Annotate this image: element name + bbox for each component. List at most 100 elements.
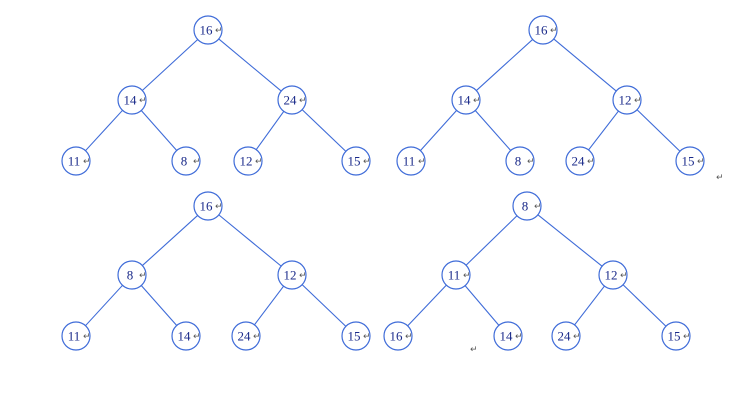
node-circle	[117, 85, 147, 115]
paragraph-mark: ↵	[83, 332, 91, 342]
paragraph-mark: ↵	[299, 96, 307, 106]
tree-edge	[636, 109, 681, 152]
node-circle	[451, 85, 481, 115]
tree-edge	[301, 109, 347, 152]
tree-edge	[464, 285, 500, 326]
node-circle	[441, 260, 471, 290]
node-circle	[565, 146, 595, 176]
node-value: 8	[181, 154, 188, 169]
tree-node: 15↵	[341, 146, 371, 176]
node-value: 16	[200, 199, 214, 214]
node-circle	[396, 146, 426, 176]
tree-nodes: 16↵14↵24↵11↵8↵12↵15↵16↵14↵12↵11↵8↵24↵15↵…	[61, 15, 705, 351]
node-circle	[171, 146, 201, 176]
node-value: 8	[127, 268, 134, 283]
paragraph-mark: ↵	[255, 157, 263, 167]
node-value: 14	[178, 329, 192, 344]
tree-edge	[218, 38, 282, 92]
paragraph-mark: ↵	[683, 332, 691, 342]
node-circle	[233, 146, 263, 176]
tree-node: 11↵	[61, 321, 91, 351]
tree-node: 11↵	[61, 146, 91, 176]
tree-edge	[85, 109, 123, 152]
paragraph-mark: ↵	[83, 157, 91, 167]
tree-node: 14↵	[117, 85, 147, 115]
node-value: 14	[458, 93, 472, 108]
node-value: 24	[558, 329, 572, 344]
tree-node: 16↵	[193, 191, 223, 221]
node-circle	[231, 321, 261, 351]
node-circle	[341, 321, 371, 351]
tree-node: 15↵	[341, 321, 371, 351]
tree-edge	[253, 285, 285, 326]
tree-node: 8↵	[171, 146, 201, 176]
paragraph-mark: ↵	[697, 157, 705, 167]
node-circle	[61, 321, 91, 351]
node-circle	[493, 321, 523, 351]
tree-node: 14↵	[493, 321, 523, 351]
node-circle	[505, 146, 535, 176]
node-value: 16	[390, 329, 404, 344]
tree-node: 14↵	[171, 321, 201, 351]
node-value: 15	[682, 154, 695, 169]
paragraph-mark: ↵	[363, 332, 371, 342]
tree-edge	[301, 284, 347, 327]
node-circle	[675, 146, 705, 176]
node-value: 24	[284, 93, 298, 108]
tree-edge	[622, 284, 667, 327]
paragraph-mark: ↵	[515, 332, 523, 342]
node-circle	[383, 321, 413, 351]
node-circle	[612, 85, 642, 115]
node-value: 14	[500, 329, 514, 344]
paragraph-mark: ↵	[299, 271, 307, 281]
node-value: 15	[348, 329, 361, 344]
node-circle	[193, 15, 223, 45]
paragraph-mark: ↵	[193, 332, 201, 342]
tree-node: 12↵	[277, 260, 307, 290]
paragraph-marks: ↵↵	[470, 173, 724, 355]
node-circle	[598, 260, 628, 290]
node-value: 12	[605, 268, 618, 283]
tree-node: 16↵	[528, 15, 558, 45]
tree-node: 12↵	[598, 260, 628, 290]
tree-edge	[537, 214, 603, 267]
tree-edge	[465, 215, 518, 266]
node-value: 8	[515, 154, 522, 169]
paragraph-mark: ↵	[470, 345, 478, 355]
tree-node: 11↵	[441, 260, 471, 290]
tree-node: 24↵	[565, 146, 595, 176]
tree-edge	[218, 214, 282, 267]
tree-node: 8↵	[117, 260, 147, 290]
node-value: 11	[448, 268, 461, 283]
node-circle	[61, 146, 91, 176]
paragraph-mark: ↵	[716, 173, 724, 183]
tree-node: 14↵	[451, 85, 481, 115]
paragraph-mark: ↵	[527, 157, 535, 167]
tree-node: 12↵	[233, 146, 263, 176]
tree-node: 24↵	[277, 85, 307, 115]
paragraph-mark: ↵	[587, 157, 595, 167]
tree-edge	[419, 110, 458, 151]
tree-edge	[255, 111, 285, 150]
node-circle	[512, 191, 542, 221]
paragraph-mark: ↵	[463, 271, 471, 281]
node-value: 11	[403, 154, 416, 169]
paragraph-mark: ↵	[620, 271, 628, 281]
tree-node: 24↵	[551, 321, 581, 351]
tree-node: 16↵	[383, 321, 413, 351]
tree-node: 15↵	[661, 321, 691, 351]
node-circle	[528, 15, 558, 45]
tree-edge	[475, 39, 534, 91]
node-value: 16	[200, 23, 214, 38]
tree-edges	[85, 38, 681, 327]
tree-edge	[140, 285, 178, 326]
node-circle	[341, 146, 371, 176]
tree-node: 24↵	[231, 321, 261, 351]
tree-edge	[553, 38, 617, 92]
paragraph-mark: ↵	[253, 332, 261, 342]
node-value: 24	[238, 329, 252, 344]
node-value: 11	[68, 154, 81, 169]
tree-node: 11↵	[396, 146, 426, 176]
node-circle	[193, 191, 223, 221]
